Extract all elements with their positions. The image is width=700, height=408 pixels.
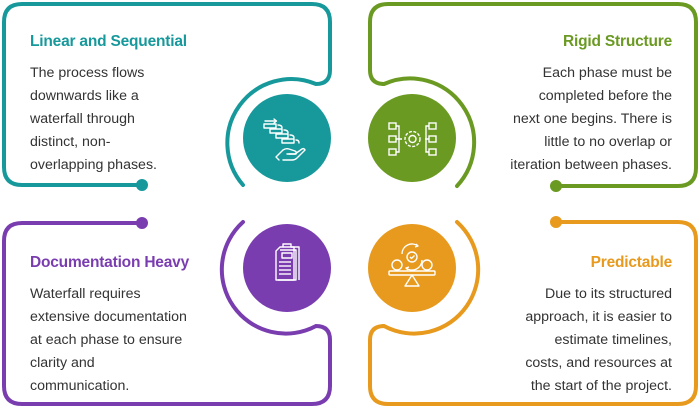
teal-frame-dot	[136, 179, 148, 191]
card-title: Linear and Sequential	[30, 33, 187, 50]
green-icon-circle	[368, 94, 456, 182]
card-linear-sequential: Linear and Sequential The process flows …	[30, 32, 240, 177]
body-line: completed before the	[538, 88, 672, 104]
body-line: downwards like a	[30, 88, 139, 104]
body-line: estimate timelines,	[554, 332, 672, 348]
orange-frame-line	[368, 220, 698, 406]
card-title: Predictable	[590, 254, 673, 271]
body-line: Due to its structured	[545, 286, 672, 302]
card-body: Due to its structured approach, it is ea…	[432, 283, 672, 398]
green-frame-line	[368, 2, 698, 188]
stacked-documents-icon	[275, 243, 300, 281]
body-line: little to no overlap or	[544, 134, 672, 150]
orange-icon-circle	[368, 224, 456, 312]
body-line: clarity and	[30, 355, 95, 371]
card-title: Rigid Structure	[563, 33, 672, 50]
body-line: iteration between phases.	[510, 157, 672, 173]
card-body: Waterfall requires extensive documentati…	[30, 283, 250, 398]
gear-hierarchy-icon	[388, 122, 437, 156]
body-line: extensive documentation	[30, 309, 187, 325]
card-rigid-structure: Rigid Structure Each phase must be compl…	[432, 32, 672, 177]
purple-icon-circle	[243, 224, 331, 312]
orange-frame-dot	[550, 216, 562, 228]
green-frame-dot	[550, 180, 562, 192]
body-line: next one begins. There is	[512, 111, 672, 127]
purple-frame-dot	[136, 217, 148, 229]
card-predictable: Predictable Due to its structured approa…	[432, 253, 672, 398]
teal-frame-line	[2, 2, 332, 187]
body-line: approach, it is easier to	[525, 309, 672, 325]
body-line: overlapping phases.	[30, 157, 157, 173]
body-line: at each phase to ensure	[30, 332, 183, 348]
body-line: communication.	[30, 378, 130, 394]
body-line: the start of the project.	[530, 378, 672, 394]
balance-scale-cycle-icon	[388, 243, 436, 287]
card-body: The process flows downwards like a water…	[30, 62, 240, 177]
body-line: The process flows	[30, 65, 145, 81]
body-line: Waterfall requires	[30, 286, 141, 302]
stairs-flow-hand-icon	[263, 118, 306, 161]
purple-frame-line	[2, 220, 332, 406]
body-line: costs, and resources at	[525, 355, 672, 371]
body-line: waterfall through	[30, 111, 135, 127]
card-documentation-heavy: Documentation Heavy Waterfall requires e…	[30, 253, 250, 398]
card-title: Documentation Heavy	[30, 254, 189, 271]
body-line: distinct, non-	[30, 134, 111, 150]
card-body: Each phase must be completed before the …	[432, 62, 672, 177]
body-line: Each phase must be	[542, 65, 672, 81]
